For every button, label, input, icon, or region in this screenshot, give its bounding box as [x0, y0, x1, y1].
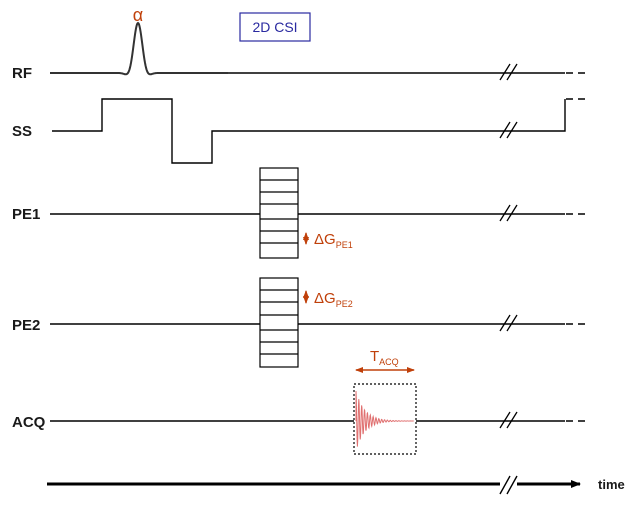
flip-angle-alpha: α: [133, 5, 143, 25]
pe2-gradient-table: [259, 277, 299, 368]
fid-signal: [355, 390, 414, 447]
ss-waveform: [52, 98, 590, 164]
acquisition-window: [353, 383, 417, 455]
rf-waveform: α: [50, 5, 590, 76]
acquisition-time-label: TACQ: [370, 348, 399, 367]
time-axis-label: time: [598, 477, 625, 492]
row-label-ss: SS: [12, 123, 32, 140]
pe2-gradient-step-label: ΔGPE2: [314, 290, 353, 309]
row-label-acq: ACQ: [12, 414, 46, 431]
title-box: 2D CSI: [239, 12, 311, 42]
row-label-pe1: PE1: [12, 206, 40, 223]
diagram-title: 2D CSI: [252, 19, 297, 35]
pe1-gradient-step-label: ΔGPE1: [314, 231, 353, 250]
break-marks: [499, 63, 518, 429]
acq-waveform: TACQ: [50, 348, 590, 455]
time-axis: time: [47, 475, 625, 495]
row-label-pe2: PE2: [12, 317, 40, 334]
pe1-waveform: ΔGPE1: [50, 167, 590, 259]
pe1-gradient-table: [259, 167, 299, 259]
pe2-waveform: ΔGPE2: [50, 277, 590, 368]
row-label-rf: RF: [12, 65, 32, 82]
